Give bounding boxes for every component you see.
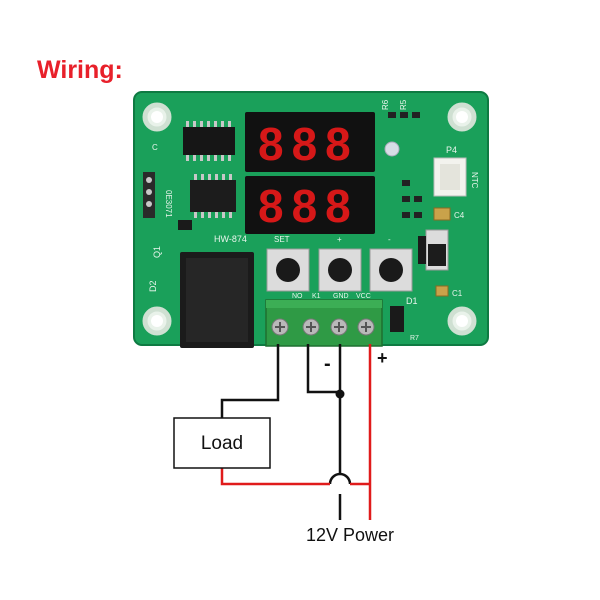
label-c: C xyxy=(152,143,158,152)
button-minus[interactable] xyxy=(369,248,413,292)
label-model: HW-874 xyxy=(214,234,247,244)
minus-label: - xyxy=(324,353,331,375)
ic-chip-middle xyxy=(190,174,236,218)
label-p4: P4 xyxy=(446,145,457,155)
label-button-plus: + xyxy=(337,235,342,244)
capacitor-c1 xyxy=(435,285,449,297)
label-button-set: SET xyxy=(274,235,290,244)
label-terminal-vcc: VCC xyxy=(356,293,371,300)
mounting-holes xyxy=(142,102,477,336)
diode-d1 xyxy=(390,306,404,332)
wire-gnd-hop xyxy=(328,472,352,485)
label-q1: Q1 xyxy=(152,246,162,258)
controller-board: 888 888 R6 R5 P4 NTC C4 xyxy=(133,91,489,348)
voltage-regulator xyxy=(418,229,449,271)
smd-resistors xyxy=(388,112,422,218)
terminal-block xyxy=(265,299,383,347)
wire-no-to-load xyxy=(220,344,280,418)
label-terminal-gnd: GND xyxy=(333,293,349,300)
label-ntc: NTC xyxy=(470,172,479,189)
wiring-title: Wiring: xyxy=(37,56,123,84)
relay xyxy=(180,252,254,348)
power-label: 12V Power xyxy=(306,525,394,545)
label-d1: D1 xyxy=(406,296,418,306)
terminal-screw xyxy=(271,318,375,336)
label-d2: D2 xyxy=(148,280,158,292)
svg-text:888: 888 xyxy=(258,180,359,232)
wire-k1-to-negative xyxy=(306,344,340,394)
label-r7: R7 xyxy=(410,335,419,342)
label-c1: C1 xyxy=(452,289,463,298)
label-r6: R6 xyxy=(381,99,390,110)
negative-junction-dot xyxy=(335,389,345,399)
label-terminal-k1: K1 xyxy=(312,293,321,300)
label-r5: R5 xyxy=(399,99,408,110)
seven-segment-display-top: 888 xyxy=(245,112,375,172)
button-plus[interactable] xyxy=(318,248,362,292)
button-set[interactable] xyxy=(266,248,310,292)
ntc-connector xyxy=(433,157,467,197)
wire-load-to-positive xyxy=(220,468,330,486)
load-label: Load xyxy=(201,433,243,454)
seven-segment-display-bottom: 888 xyxy=(245,176,375,234)
transistor-q1 xyxy=(178,220,192,230)
load-box xyxy=(173,417,271,469)
label-button-minus: - xyxy=(388,235,391,244)
svg-text:888: 888 xyxy=(258,118,359,170)
label-terminal-no: NO xyxy=(292,293,303,300)
label-c4: C4 xyxy=(454,211,465,220)
label-chip-id: 0E3071 xyxy=(164,190,173,218)
plus-label: + xyxy=(377,348,388,368)
wires xyxy=(220,344,372,520)
capacitor-c4 xyxy=(433,207,451,221)
led-indicator xyxy=(384,141,400,157)
ic-chip-top xyxy=(183,121,235,161)
